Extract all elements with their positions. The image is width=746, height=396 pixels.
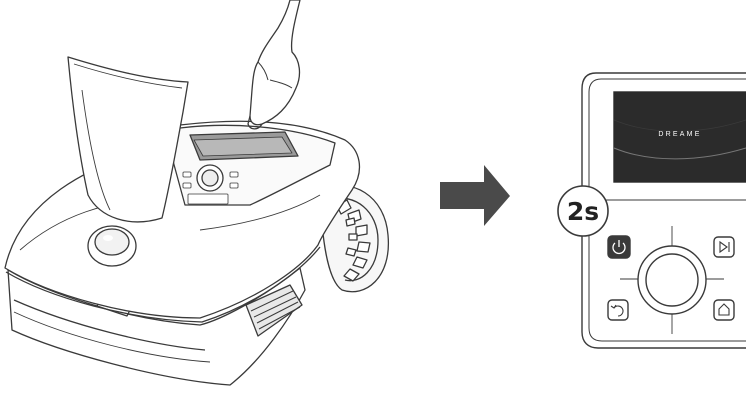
home-button[interactable] — [713, 299, 735, 321]
hold-duration-label: 2s — [567, 197, 599, 226]
stop-knob — [87, 225, 137, 267]
mower-control-panel — [169, 124, 336, 206]
skip-forward-button[interactable] — [713, 236, 735, 258]
hold-duration-badge: 2s — [557, 185, 609, 237]
open-lid — [67, 56, 189, 223]
front-vent — [245, 284, 303, 337]
back-button[interactable] — [607, 299, 629, 321]
display-screen: DREAME — [613, 91, 746, 183]
hand-pointer-icon — [247, 0, 301, 130]
home-icon — [718, 303, 730, 316]
power-icon — [612, 240, 626, 255]
power-button[interactable] — [607, 235, 631, 259]
robot-mower — [4, 56, 389, 386]
brand-logo-text: DREAME — [658, 131, 701, 138]
device-control-panel: DREAME — [581, 72, 746, 349]
right-arrow-icon — [440, 165, 510, 226]
skip-forward-icon — [719, 240, 730, 254]
joystick-dial[interactable] — [637, 245, 707, 315]
back-return-icon — [610, 304, 624, 317]
